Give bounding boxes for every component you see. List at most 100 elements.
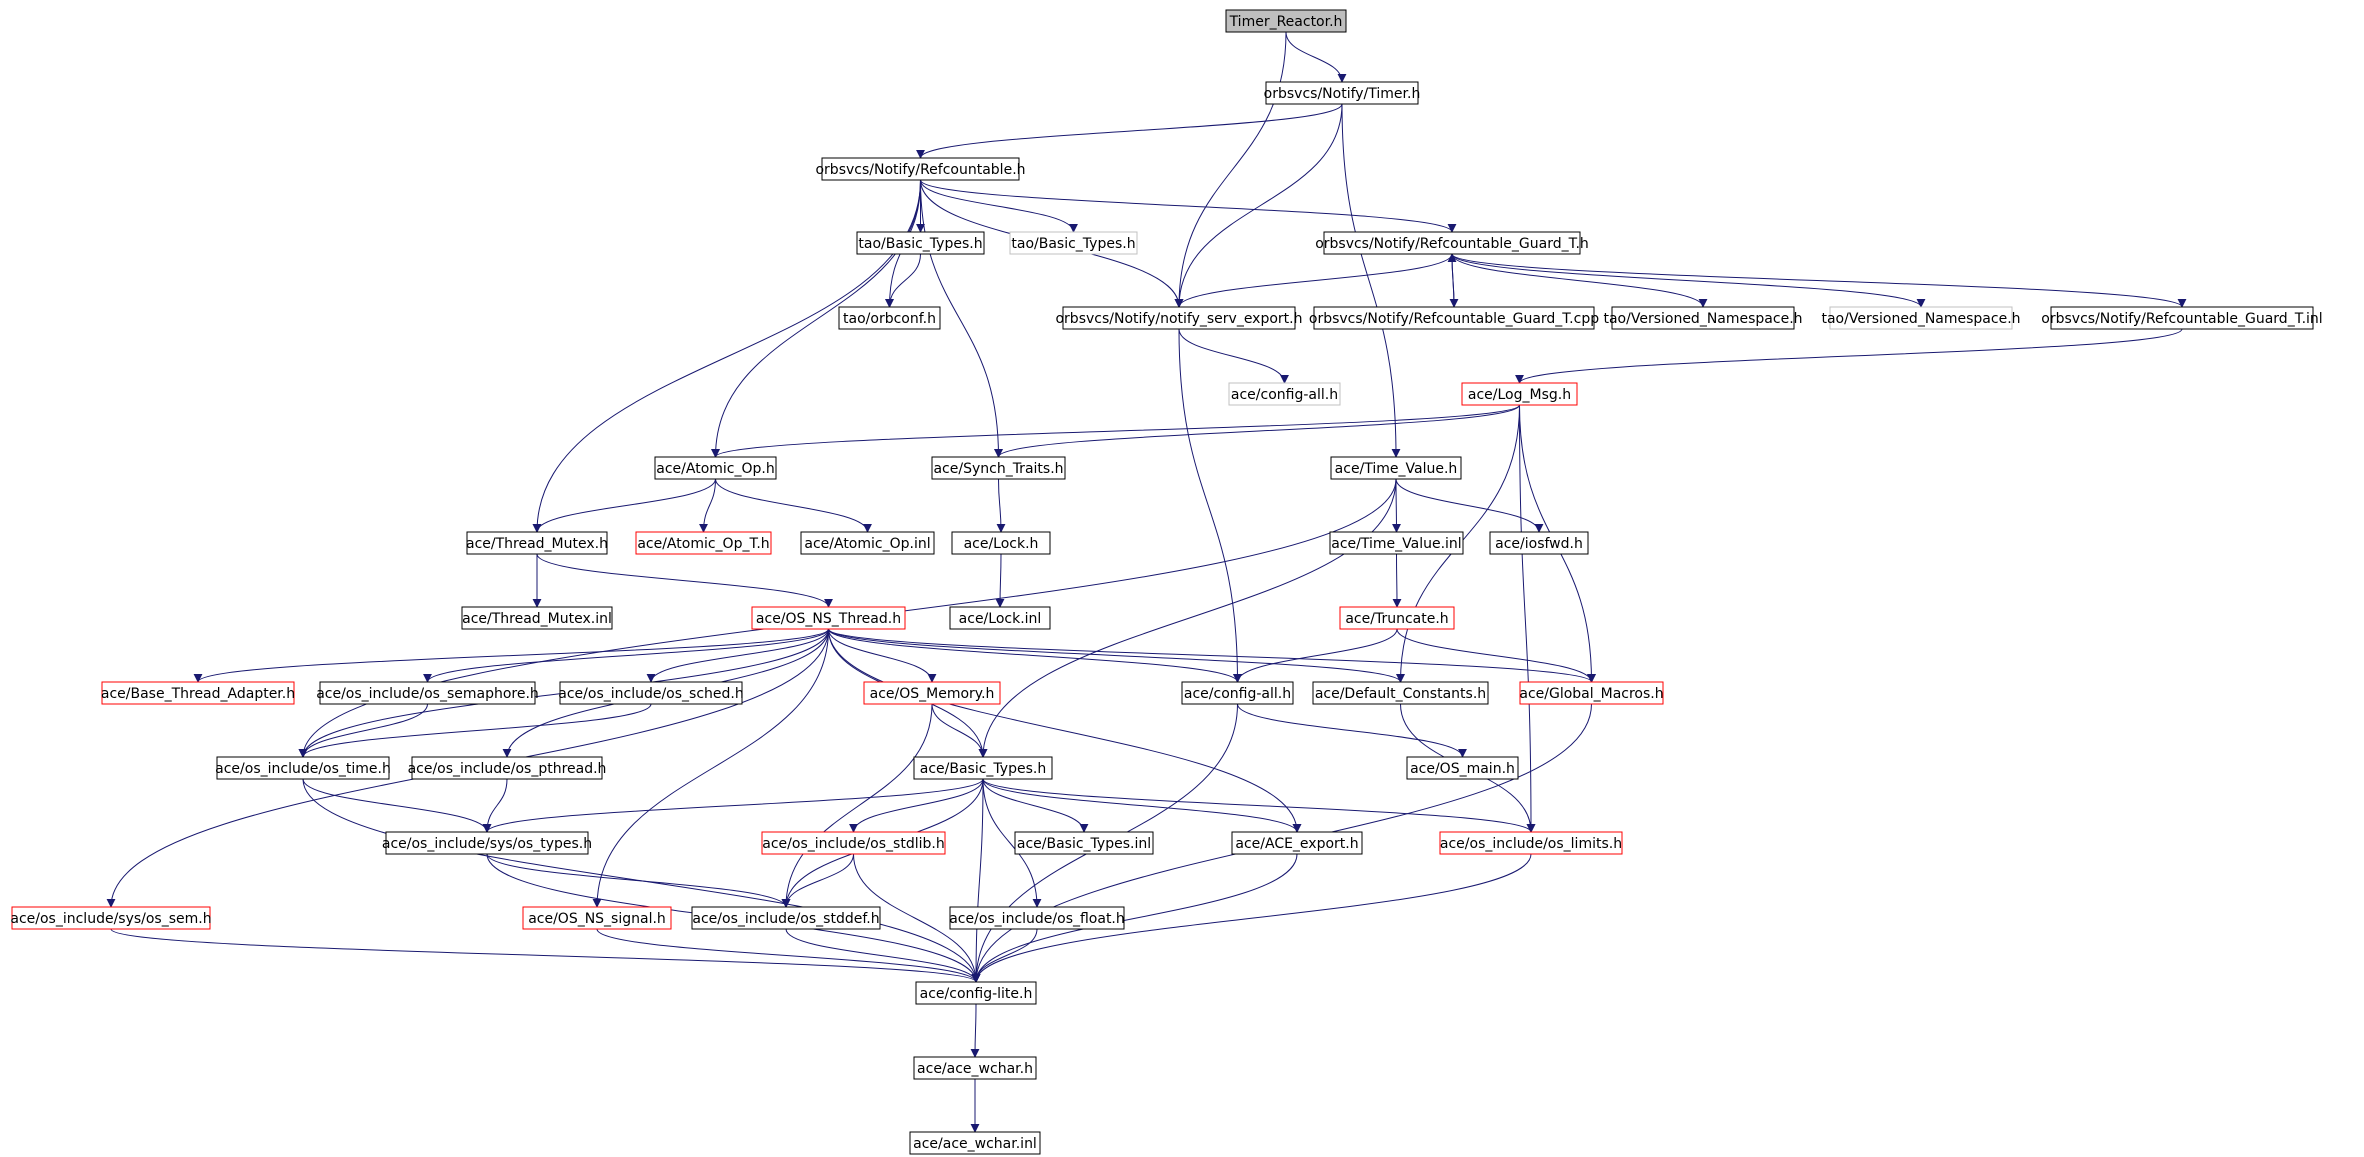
node-atomic-op-t[interactable]: ace/Atomic_Op_T.h	[635, 531, 772, 555]
node-basic-types-inl[interactable]: ace/Basic_Types.inl	[1014, 831, 1154, 855]
node-global-macros[interactable]: ace/Global_Macros.h	[1519, 681, 1664, 705]
node-os-stddef[interactable]: ace/os_include/os_stddef.h	[691, 906, 881, 930]
node-lock[interactable]: ace/Lock.h	[951, 531, 1051, 555]
node-box[interactable]	[949, 606, 1051, 630]
node-box[interactable]	[949, 906, 1125, 930]
node-box[interactable]	[838, 306, 941, 330]
node-box[interactable]	[385, 831, 589, 855]
node-box[interactable]	[915, 981, 1037, 1005]
node-config-all[interactable]: ace/config-all.h	[1181, 681, 1294, 705]
node-os-stdlib[interactable]: ace/os_include/os_stdlib.h	[761, 831, 946, 855]
node-ace-export[interactable]: ace/ACE_export.h	[1231, 831, 1363, 855]
node-tao-basic-types[interactable]: tao/Basic_Types.h	[856, 231, 985, 255]
node-tao-basic-types-ext[interactable]: tao/Basic_Types.h	[1009, 231, 1138, 255]
node-box[interactable]	[1312, 681, 1489, 705]
node-os-time[interactable]: ace/os_include/os_time.h	[215, 756, 391, 780]
node-box[interactable]	[1009, 231, 1138, 255]
node-log-msg[interactable]: ace/Log_Msg.h	[1461, 382, 1578, 406]
node-orbconf[interactable]: tao/orbconf.h	[838, 306, 941, 330]
node-thread-mutex-inl[interactable]: ace/Thread_Mutex.inl	[461, 606, 613, 630]
node-box[interactable]	[1231, 831, 1363, 855]
node-guard-inl[interactable]: orbsvcs/Notify/Refcountable_Guard_T.inl	[2041, 306, 2323, 330]
node-box[interactable]	[2050, 306, 2314, 330]
node-synch-traits[interactable]: ace/Synch_Traits.h	[931, 456, 1066, 480]
node-thread-mutex[interactable]: ace/Thread_Mutex.h	[466, 531, 608, 555]
node-box[interactable]	[691, 906, 881, 930]
node-ace-wchar-inl[interactable]: ace/ace_wchar.inl	[909, 1131, 1041, 1155]
node-box[interactable]	[654, 456, 777, 480]
node-truncate[interactable]: ace/Truncate.h	[1339, 606, 1455, 630]
node-serv-export[interactable]: orbsvcs/Notify/notify_serv_export.h	[1055, 306, 1303, 330]
node-box[interactable]	[1339, 606, 1455, 630]
node-box[interactable]	[751, 606, 906, 630]
node-box[interactable]	[1323, 231, 1581, 255]
node-os-types[interactable]: ace/os_include/sys/os_types.h	[382, 831, 592, 855]
node-versioned-ns[interactable]: tao/Versioned_Namespace.h	[1603, 306, 1803, 330]
node-guard-h[interactable]: orbsvcs/Notify/Refcountable_Guard_T.h	[1315, 231, 1589, 255]
node-box[interactable]	[1330, 456, 1462, 480]
node-box[interactable]	[1829, 306, 2013, 330]
node-box[interactable]	[1439, 831, 1623, 855]
node-box[interactable]	[1461, 382, 1578, 406]
node-ace-basic-types[interactable]: ace/Basic_Types.h	[913, 756, 1053, 780]
node-box[interactable]	[931, 456, 1066, 480]
node-base-thread-adapter[interactable]: ace/Base_Thread_Adapter.h	[101, 681, 295, 705]
node-os-main[interactable]: ace/OS_main.h	[1406, 756, 1519, 780]
node-config-lite[interactable]: ace/config-lite.h	[915, 981, 1037, 1005]
node-box[interactable]	[1062, 306, 1296, 330]
node-timer-reactor[interactable]: Timer_Reactor.h	[1225, 9, 1347, 33]
node-os-limits[interactable]: ace/os_include/os_limits.h	[1439, 831, 1623, 855]
node-iosfwd[interactable]: ace/iosfwd.h	[1489, 531, 1589, 555]
node-time-value-inl[interactable]: ace/Time_Value.inl	[1329, 531, 1464, 555]
node-box[interactable]	[559, 681, 743, 705]
node-atomic-op[interactable]: ace/Atomic_Op.h	[654, 456, 777, 480]
node-os-ns-thread[interactable]: ace/OS_NS_Thread.h	[751, 606, 906, 630]
node-box[interactable]	[216, 756, 390, 780]
node-box[interactable]	[821, 157, 1020, 181]
node-box[interactable]	[461, 606, 613, 630]
node-os-memory[interactable]: ace/OS_Memory.h	[863, 681, 1001, 705]
node-box[interactable]	[1228, 382, 1341, 406]
node-box[interactable]	[1225, 9, 1347, 33]
node-box[interactable]	[1489, 531, 1589, 555]
node-box[interactable]	[1406, 756, 1519, 780]
node-box[interactable]	[1313, 306, 1595, 330]
node-box[interactable]	[863, 681, 1001, 705]
node-box[interactable]	[411, 756, 603, 780]
node-os-ns-signal[interactable]: ace/OS_NS_signal.h	[522, 906, 672, 930]
node-default-constants[interactable]: ace/Default_Constants.h	[1312, 681, 1489, 705]
node-versioned-ns-ext[interactable]: tao/Versioned_Namespace.h	[1821, 306, 2021, 330]
node-box[interactable]	[1329, 531, 1464, 555]
node-time-value[interactable]: ace/Time_Value.h	[1330, 456, 1462, 480]
node-box[interactable]	[1519, 681, 1664, 705]
node-config-all-ext[interactable]: ace/config-all.h	[1228, 382, 1341, 406]
node-box[interactable]	[951, 531, 1051, 555]
node-refcountable[interactable]: orbsvcs/Notify/Refcountable.h	[815, 157, 1026, 181]
node-box[interactable]	[1181, 681, 1294, 705]
node-box[interactable]	[761, 831, 946, 855]
node-os-float[interactable]: ace/os_include/os_float.h	[949, 906, 1125, 930]
node-os-sem[interactable]: ace/os_include/sys/os_sem.h	[10, 906, 212, 930]
node-box[interactable]	[11, 906, 211, 930]
node-box[interactable]	[319, 681, 536, 705]
node-timer[interactable]: orbsvcs/Notify/Timer.h	[1264, 81, 1421, 105]
node-ace-wchar[interactable]: ace/ace_wchar.h	[913, 1056, 1037, 1080]
node-os-semaphore[interactable]: ace/os_include/os_semaphore.h	[316, 681, 539, 705]
node-box[interactable]	[909, 1131, 1041, 1155]
node-os-pthread[interactable]: ace/os_include/os_pthread.h	[408, 756, 607, 780]
node-guard-cpp[interactable]: orbsvcs/Notify/Refcountable_Guard_T.cpp	[1309, 306, 1599, 330]
node-box[interactable]	[1611, 306, 1795, 330]
node-box[interactable]	[101, 681, 295, 705]
node-box[interactable]	[466, 531, 608, 555]
node-os-sched[interactable]: ace/os_include/os_sched.h	[558, 681, 744, 705]
node-box[interactable]	[635, 531, 772, 555]
node-box[interactable]	[913, 1056, 1037, 1080]
node-box[interactable]	[913, 756, 1053, 780]
node-lock-inl[interactable]: ace/Lock.inl	[949, 606, 1051, 630]
node-box[interactable]	[1014, 831, 1154, 855]
node-box[interactable]	[856, 231, 985, 255]
node-box[interactable]	[1265, 81, 1419, 105]
node-box[interactable]	[522, 906, 672, 930]
node-box[interactable]	[800, 531, 935, 555]
node-atomic-op-inl[interactable]: ace/Atomic_Op.inl	[800, 531, 935, 555]
